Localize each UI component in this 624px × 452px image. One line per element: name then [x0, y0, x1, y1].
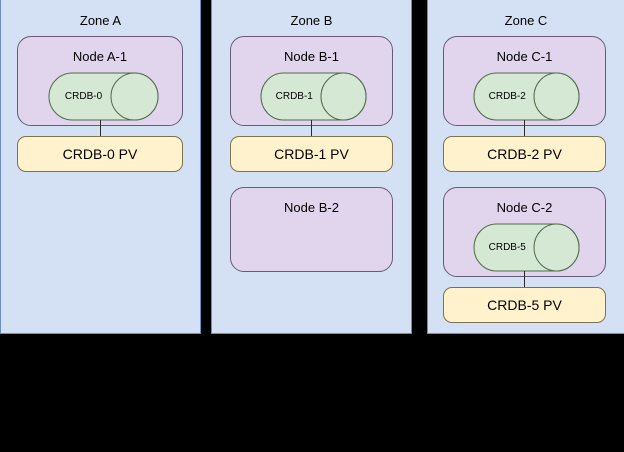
node-title-c-2: Node C-2 [496, 200, 553, 215]
pod-cylinder-crdb-2: CRDB-2 [473, 72, 580, 121]
pod-cylinder-crdb-5: CRDB-5 [473, 223, 580, 272]
node-title-a-1: Node A-1 [72, 49, 128, 64]
zone-title-a: Zone A [79, 13, 122, 28]
pv-label-crdb-0: CRDB-0 PV [62, 145, 138, 162]
connector-node-a-1-to-pv [100, 120, 101, 136]
pv-label-crdb-1: CRDB-1 PV [274, 145, 349, 162]
pod-cylinder-crdb-0: CRDB-0 [48, 72, 159, 121]
node-title-b-2: Node B-2 [284, 200, 339, 215]
pv-box-crdb-2: CRDB-2 PV [443, 136, 606, 172]
node-title-c-1: Node C-1 [496, 49, 553, 64]
connector-node-b-1-to-pv [311, 120, 312, 136]
pv-box-crdb-0: CRDB-0 PV [17, 136, 183, 172]
pv-box-crdb-5: CRDB-5 PV [443, 287, 606, 323]
zone-title-b: Zone B [290, 13, 333, 28]
connector-node-c-1-to-pv [524, 120, 525, 136]
node-box-b-2: Node B-2 [230, 187, 393, 272]
node-title-b-1: Node B-1 [284, 49, 339, 64]
pod-cylinder-crdb-1: CRDB-1 [260, 72, 367, 121]
pv-label-crdb-5: CRDB-5 PV [487, 296, 562, 313]
node-box-a-1: Node A-1 [17, 36, 183, 126]
pv-label-crdb-2: CRDB-2 PV [487, 145, 562, 162]
zone-title-c: Zone C [504, 13, 548, 28]
pv-box-crdb-1: CRDB-1 PV [230, 136, 393, 172]
connector-node-c-2-to-pv [524, 271, 525, 287]
